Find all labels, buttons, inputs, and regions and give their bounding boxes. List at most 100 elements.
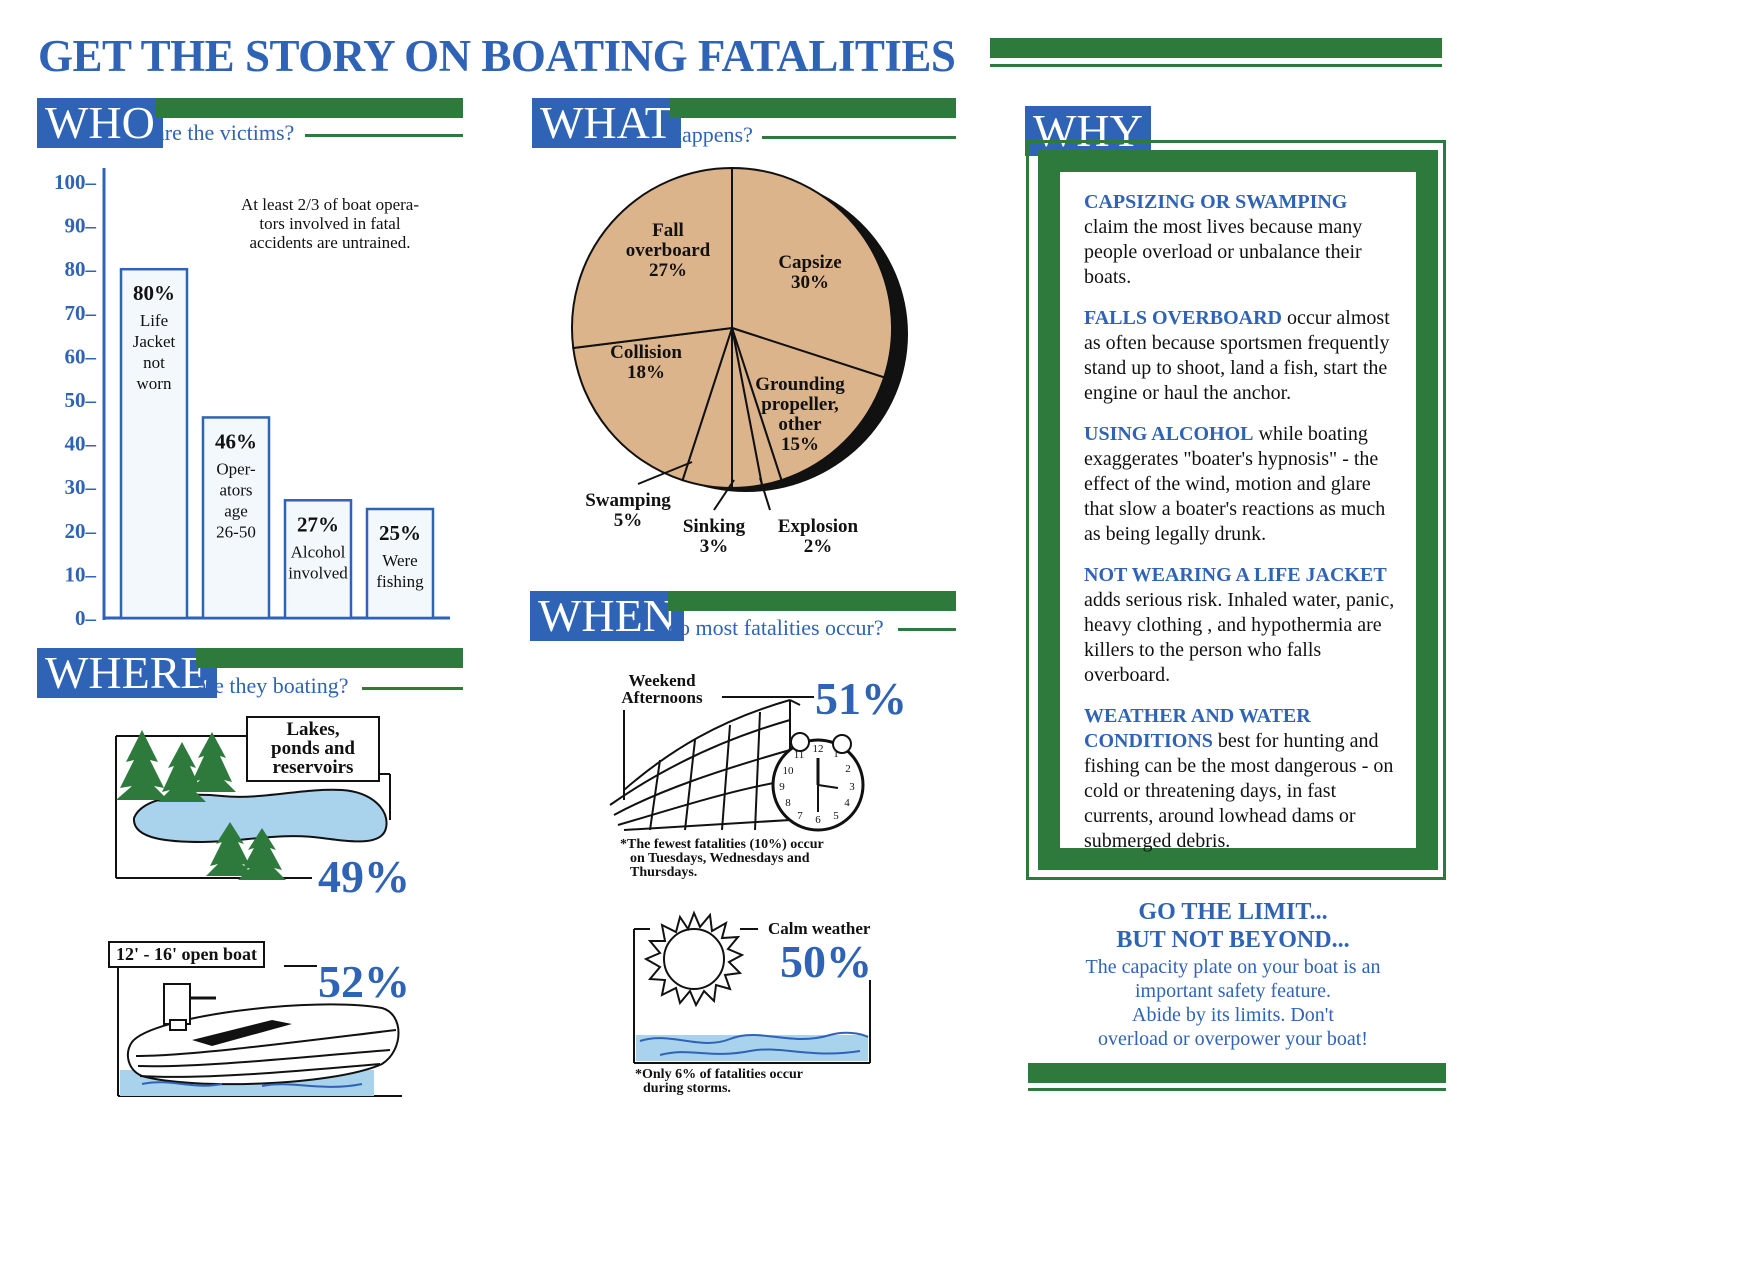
y-tick-label: 70– xyxy=(65,301,97,325)
y-tick-label: 90– xyxy=(65,214,97,238)
limit-body-line: Abide by its limits. Don't xyxy=(1132,1004,1334,1026)
limit-body-line: important safety feature. xyxy=(1134,980,1332,1002)
svg-text:2: 2 xyxy=(845,763,851,775)
bar xyxy=(283,499,353,620)
what-rule xyxy=(762,136,956,139)
footer-rule xyxy=(1028,1088,1446,1091)
lakes-label-line: reservoirs xyxy=(272,757,354,778)
why-item: USING ALCOHOL while boating exaggerates … xyxy=(1084,422,1396,547)
pie-leader-line xyxy=(637,461,693,485)
pie-label: Explosion xyxy=(778,516,859,537)
svg-text:4: 4 xyxy=(844,797,850,809)
svg-text:9: 9 xyxy=(779,781,785,793)
bar-category-label: involved xyxy=(288,563,348,582)
bar-category-label: Jacket xyxy=(133,332,176,351)
who-rule xyxy=(305,134,463,137)
title-rule xyxy=(990,64,1442,67)
svg-text:8: 8 xyxy=(785,797,791,809)
svg-text:11: 11 xyxy=(794,749,805,761)
who-subheading: are the victims? xyxy=(155,120,295,145)
why-frame-inner xyxy=(1038,150,1438,870)
pie-label: 2% xyxy=(804,536,833,557)
why-item-body: adds serious risk. Inhaled water, panic,… xyxy=(1084,589,1395,686)
pie-leader-line xyxy=(713,479,735,511)
y-tick-label: 40– xyxy=(65,432,97,456)
bar-category-label: age xyxy=(224,501,248,520)
where-heading: WHERE xyxy=(37,648,217,698)
storm-footnote-line: during storms. xyxy=(643,1081,731,1096)
weekend-footnote: *The fewest fatalities (10%) occur on Tu… xyxy=(620,838,824,880)
y-tick-label: 0– xyxy=(75,606,97,630)
storm-footnote: *Only 6% of fatalities occur during stor… xyxy=(635,1068,803,1096)
limit-heading: GO THE LIMIT... BUT NOT BEYOND... xyxy=(1030,898,1436,954)
why-item-head: CAPSIZING OR SWAMPING xyxy=(1084,191,1348,213)
svg-text:6: 6 xyxy=(815,814,821,826)
bar xyxy=(201,416,271,620)
pie-label: overboard xyxy=(626,240,711,261)
pie-label: Grounding xyxy=(755,374,845,395)
what-bar xyxy=(670,98,956,118)
calm-weather-percent: 50% xyxy=(780,936,872,987)
y-tick-label: 30– xyxy=(65,475,97,499)
weekend-label-line: Weekend xyxy=(628,671,696,690)
weekend-leader xyxy=(722,696,814,698)
where-bar xyxy=(196,648,463,668)
limit-body-line: overload or overpower your boat! xyxy=(1098,1028,1368,1050)
calm-weather-label: Calm weather xyxy=(768,919,871,938)
svg-text:3: 3 xyxy=(849,781,855,793)
lakes-percent: 49% xyxy=(318,851,410,902)
bar-value-label: 80% xyxy=(133,281,175,305)
weekend-footnote-line: Thursdays. xyxy=(630,865,698,880)
who-note-line: tors involved in fatal xyxy=(259,214,401,233)
bar-category-label: 26-50 xyxy=(216,522,256,541)
svg-text:10: 10 xyxy=(783,765,795,777)
bar-value-label: 46% xyxy=(215,429,257,453)
pie-label: 27% xyxy=(649,260,687,281)
weekend-footnote-line: *The fewest fatalities (10%) occur xyxy=(620,837,824,852)
why-item: WEATHER AND WATER CONDITIONS best for hu… xyxy=(1084,704,1396,854)
when-bar xyxy=(668,591,956,611)
bar xyxy=(365,507,435,620)
what-heading: WHAT xyxy=(532,98,681,148)
title-bar xyxy=(990,38,1442,58)
bar-category-label: not xyxy=(143,353,165,372)
who-heading: WHO xyxy=(37,98,163,148)
when-heading: WHEN xyxy=(530,591,684,641)
y-tick-label: 100– xyxy=(54,170,97,194)
pie-label: 30% xyxy=(791,272,829,293)
pie-label: 15% xyxy=(781,434,819,455)
y-tick-label: 20– xyxy=(65,519,97,543)
weekend-label-line: Afternoons xyxy=(621,688,703,707)
who-bar xyxy=(155,98,463,118)
weekend-footnote-line: on Tuesdays, Wednesdays and xyxy=(630,851,810,866)
bar-category-label: fishing xyxy=(376,572,424,591)
weekend-percent: 51% xyxy=(815,673,907,724)
bar-category-label: Were xyxy=(382,551,417,570)
why-item-body: best for hunting and fishing can be the … xyxy=(1084,730,1394,852)
weekend-label: Weekend Afternoons xyxy=(612,672,712,706)
storm-footnote-line: *Only 6% of fatalities occur xyxy=(635,1067,803,1082)
y-tick-label: 10– xyxy=(65,562,97,586)
pie-label: 18% xyxy=(627,362,665,383)
limit-heading-line: BUT NOT BEYOND... xyxy=(1116,927,1350,953)
pie-label: Swamping xyxy=(585,490,671,511)
lakes-label-line: Lakes, xyxy=(286,719,340,740)
why-item: FALLS OVERBOARD occur almost as often be… xyxy=(1084,306,1396,406)
why-item-head: FALLS OVERBOARD xyxy=(1084,307,1282,329)
pie-label: Sinking xyxy=(683,516,746,537)
bar-category-label: Alcohol xyxy=(291,542,346,561)
limit-heading-line: GO THE LIMIT... xyxy=(1138,899,1328,925)
boat-percent: 52% xyxy=(318,956,410,1007)
where-rule xyxy=(362,687,463,690)
svg-text:7: 7 xyxy=(797,810,803,822)
who-note: At least 2/3 of boat opera- tors involve… xyxy=(200,195,460,252)
why-item-head: USING ALCOHOL xyxy=(1084,423,1254,445)
pie-slice xyxy=(731,166,893,379)
what-subheading: happens? xyxy=(671,122,753,147)
pie-slice xyxy=(572,326,734,482)
limit-body: The capacity plate on your boat is an im… xyxy=(1030,955,1436,1051)
pie-label: 5% xyxy=(614,510,643,531)
lake-illustration xyxy=(115,730,391,880)
